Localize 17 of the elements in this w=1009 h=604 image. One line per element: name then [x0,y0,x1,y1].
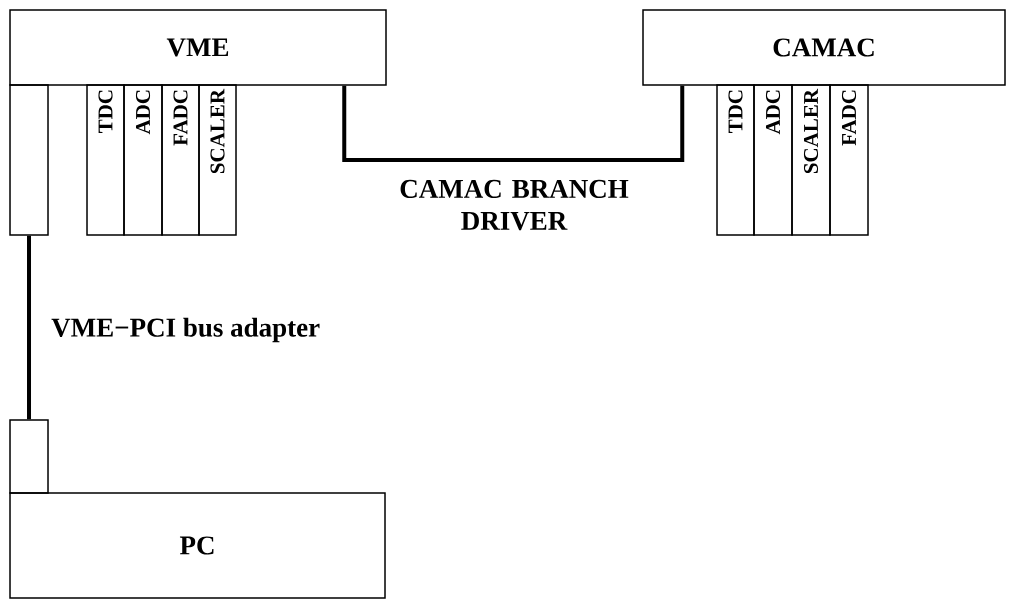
module-card: TDC [716,84,755,236]
module-card: FADC [829,84,869,236]
connector-line [27,235,31,420]
edge-label: CAMAC BRANCH DRIVER [400,179,629,231]
module-card: SCALER [791,84,831,236]
card-box [9,84,49,236]
module-card: TDC [86,84,125,236]
labeled-box: PC [9,492,386,599]
edge-label: VME−PCI bus adapter [51,317,320,343]
labeled-box: VME [9,9,387,86]
module-card: FADC [161,84,200,236]
card-box [9,419,49,494]
module-card: ADC [123,84,163,236]
module-card: SCALER [198,84,237,236]
module-card: ADC [753,84,793,236]
connector-line [342,85,685,162]
labeled-box: CAMAC [642,9,1006,86]
